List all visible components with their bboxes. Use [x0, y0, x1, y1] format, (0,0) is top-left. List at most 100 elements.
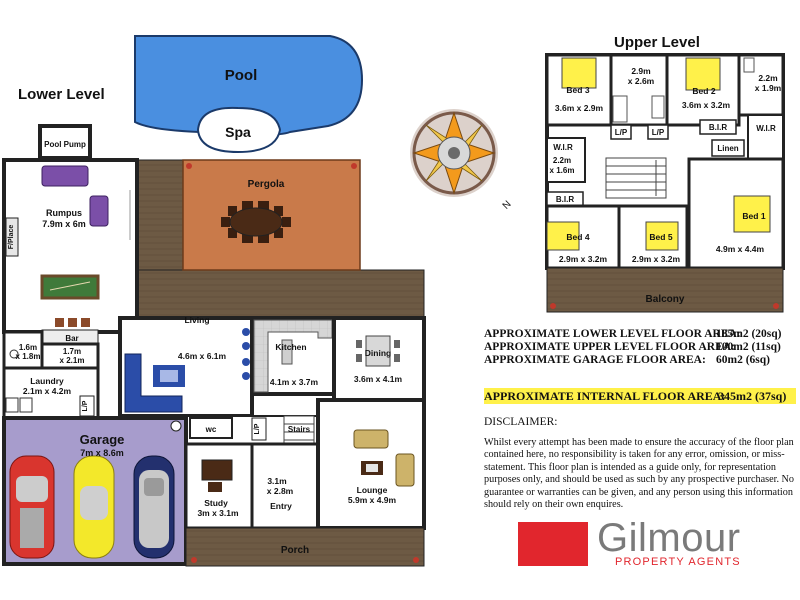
upper-area-value: 100m2 (11sq)	[716, 341, 781, 353]
hall-lp-box	[251, 417, 267, 441]
entry-size-2: x 2.8m	[267, 486, 294, 496]
rumpus-sofa-side	[89, 195, 109, 227]
wc-label: wc	[205, 425, 217, 434]
lounge-name: Lounge	[357, 485, 388, 495]
living-sofa	[124, 353, 183, 413]
lower-bath-size-2: x 1.8m	[16, 352, 41, 361]
study-desk	[201, 459, 233, 481]
garage-area-label: APPROXIMATE GARAGE FLOOR AREA:	[484, 354, 706, 366]
pool-pump-room	[38, 124, 92, 160]
logo-name: Gilmour	[597, 516, 741, 560]
bed5-size: 2.9m x 3.2m	[632, 254, 681, 264]
upper-wir-left-size-1: 2.2m	[553, 156, 571, 165]
kitchen-island	[281, 339, 293, 365]
lounge-size: 5.9m x 4.9m	[348, 495, 397, 505]
upper-lp2-box	[647, 124, 669, 140]
upper-area-label: APPROXIMATE UPPER LEVEL FLOOR AREA:	[484, 341, 735, 353]
bar-room-size-1: 1.7m	[63, 347, 81, 356]
rumpus-sofa-top	[41, 165, 89, 187]
wc-room	[189, 417, 233, 439]
lower-area-label: APPROXIMATE LOWER LEVEL FLOOR AREA:	[484, 328, 741, 340]
balcony-deck	[546, 267, 784, 313]
internal-area-value: 345m2 (37sq)	[718, 389, 787, 403]
porch-deck	[185, 527, 425, 567]
ensuite-size-2: x 1.9m	[755, 83, 782, 93]
compass-north-label: N	[501, 199, 514, 212]
upper-linen-label: Linen	[717, 144, 738, 153]
internal-area-label: APPROXIMATE INTERNAL FLOOR AREA:	[484, 389, 726, 403]
bar-label: Bar	[65, 334, 78, 343]
pergola-plants	[186, 163, 357, 169]
dining-size: 3.6m x 4.1m	[354, 374, 403, 384]
logo-tagline: PROPERTY AGENTS	[615, 556, 741, 568]
car-yellow	[73, 455, 115, 559]
living-name: Living	[184, 315, 209, 325]
disclaimer-title: DISCLAIMER:	[484, 416, 558, 428]
compass-icon	[410, 109, 498, 197]
upper-lp1-box	[610, 124, 632, 140]
garage-area-value: 60m2 (6sq)	[716, 354, 770, 366]
fplace-label: F/Place	[8, 225, 15, 250]
internal-area-highlight: APPROXIMATE INTERNAL FLOOR AREA: 345m2 (…	[484, 388, 796, 404]
upper-lp1-label: L/P	[615, 128, 628, 137]
kitchen-size: 4.1m x 3.7m	[270, 377, 319, 387]
study-size: 3m x 3.1m	[197, 508, 239, 518]
bed4-name: Bed 4	[566, 232, 589, 242]
lounge-sofa-top	[353, 429, 389, 449]
upper-wir-left-box	[546, 137, 586, 183]
bed2-size: 3.6m x 3.2m	[682, 100, 731, 110]
deck-lower	[136, 269, 425, 319]
upper-wir-left-label: W.I.R	[553, 143, 573, 152]
balcony-label: Balcony	[646, 294, 685, 305]
fireplace	[5, 217, 19, 257]
laundry-lp-label: L/P	[82, 400, 89, 411]
upper-bir-left-label: B.I.R	[556, 195, 574, 204]
stairs-upper	[605, 157, 667, 199]
bed3-bed	[561, 57, 597, 89]
bed1-bed	[733, 195, 771, 233]
bed5-bed	[645, 221, 679, 251]
gilmour-logo-mark	[518, 522, 588, 566]
kitchen-name: Kitchen	[275, 342, 306, 352]
pergola-table	[221, 201, 291, 243]
bed1-size: 4.9m x 4.4m	[716, 244, 765, 254]
lower-area-value: 185m2 (20sq)	[716, 328, 782, 340]
upper-bath-size-2: x 2.6m	[628, 76, 655, 86]
study-name: Study	[204, 498, 228, 508]
entry-size-1: 3.1m	[267, 476, 287, 486]
spa-label: Spa	[225, 124, 251, 140]
lower-level-title: Lower Level	[18, 86, 105, 103]
pool-table	[40, 274, 100, 300]
area-table: APPROXIMATE LOWER LEVEL FLOOR AREA: 185m…	[484, 328, 800, 368]
bed1-name: Bed 1	[742, 211, 765, 221]
pool-pump-label: Pool Pump	[44, 140, 86, 149]
bed5-name: Bed 5	[649, 232, 672, 242]
car-red	[9, 455, 55, 559]
garage-name: Garage	[80, 432, 125, 447]
bed4-bed	[546, 221, 580, 251]
upper-bir-top-box	[699, 119, 737, 135]
pool-label: Pool	[225, 67, 258, 84]
living-size: 4.6m x 6.1m	[178, 351, 227, 361]
bed4-size: 2.9m x 3.2m	[559, 254, 608, 264]
upper-bath-size-1: 2.9m	[631, 66, 651, 76]
laundry-size: 2.1m x 4.2m	[23, 386, 72, 396]
upper-level-title: Upper Level	[614, 34, 700, 51]
pool-shape	[134, 35, 364, 136]
bar-room-size-2: x 2.1m	[60, 356, 85, 365]
rumpus-name: Rumpus	[46, 208, 82, 218]
laundry-name: Laundry	[30, 376, 64, 386]
entry-name: Entry	[270, 501, 292, 511]
bar-stools	[55, 318, 90, 327]
upper-lp2-label: L/P	[652, 128, 665, 137]
car-blue	[133, 455, 175, 559]
upper-wir-right-label: W.I.R	[756, 124, 776, 133]
bed3-size: 3.6m x 2.9m	[555, 103, 604, 113]
bed3-name: Bed 3	[566, 85, 589, 95]
lower-bath-size-1: 1.6m	[19, 343, 37, 352]
bed2-name: Bed 2	[692, 86, 715, 96]
ensuite-size-1: 2.2m	[758, 73, 778, 83]
rumpus-size: 7.9m x 6m	[42, 219, 86, 229]
dining-table	[356, 335, 400, 367]
